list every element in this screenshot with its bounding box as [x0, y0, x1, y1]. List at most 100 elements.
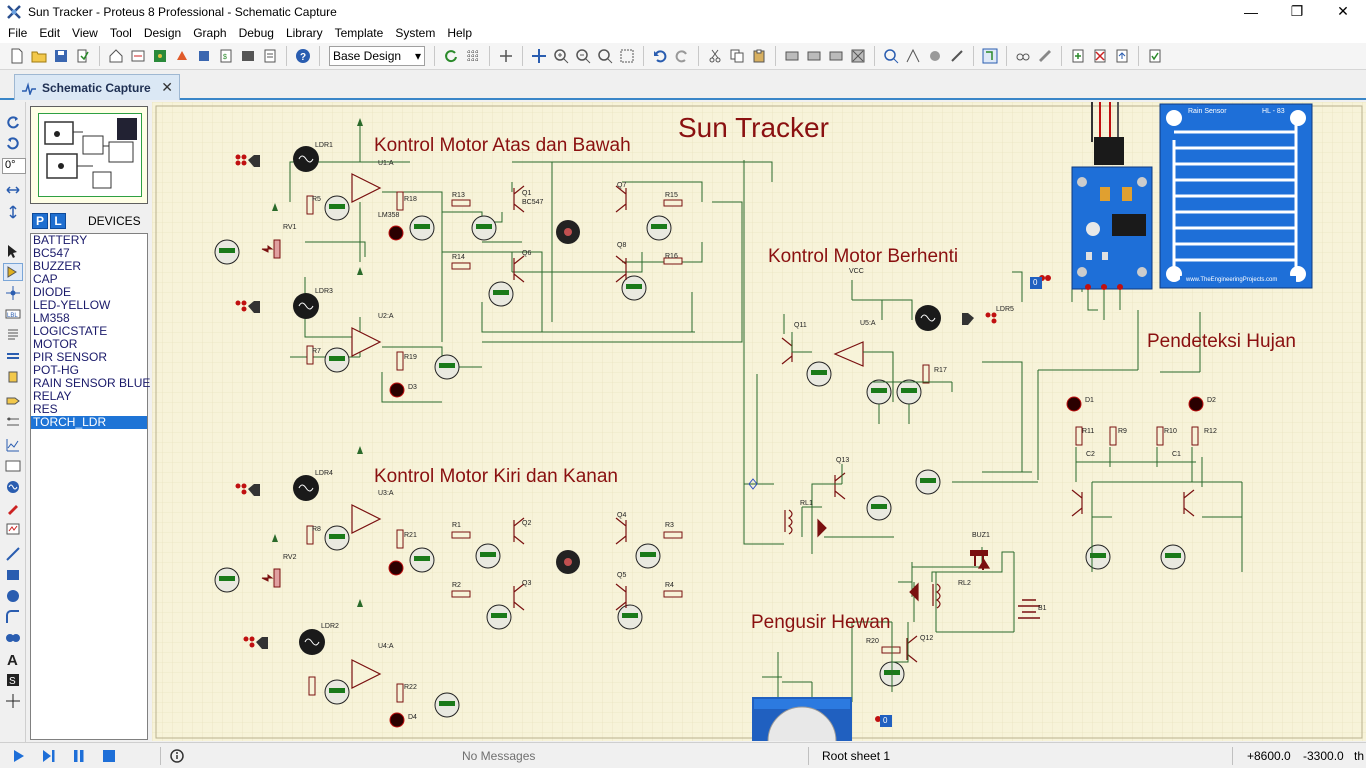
stop-simulation-icon[interactable] [98, 745, 120, 767]
notes-icon[interactable] [260, 46, 280, 66]
property-assignment-icon[interactable] [1035, 46, 1055, 66]
run-simulation-icon[interactable] [8, 745, 30, 767]
selection-mode-icon[interactable] [3, 242, 23, 260]
device-pins-icon[interactable] [3, 413, 23, 431]
exit-to-parent-icon[interactable] [1112, 46, 1132, 66]
rotate-clockwise-icon[interactable] [3, 114, 23, 132]
text-tool-icon[interactable]: A [3, 650, 23, 668]
schematic-icon[interactable] [128, 46, 148, 66]
wire-autorouter-icon[interactable] [980, 46, 1000, 66]
text-script-icon[interactable] [3, 326, 23, 344]
bom-icon[interactable]: $ [216, 46, 236, 66]
zoom-all-icon[interactable] [595, 46, 615, 66]
menu-debug[interactable]: Debug [238, 26, 274, 40]
generator-mode-icon[interactable] [3, 478, 23, 496]
list-item[interactable]: BC547 [33, 246, 70, 260]
menu-graph[interactable]: Graph [193, 26, 227, 40]
zoom-area-icon[interactable] [617, 46, 637, 66]
list-item[interactable]: LM358 [33, 311, 70, 325]
virtual-instruments-icon[interactable] [3, 520, 23, 538]
menu-help[interactable]: Help [447, 26, 473, 40]
symbol-tool-icon[interactable]: S [3, 671, 23, 689]
library-manager-button[interactable]: L [50, 213, 66, 229]
design-variant-select[interactable]: Base Design▾ [329, 46, 425, 66]
3d-view-icon[interactable] [172, 46, 192, 66]
list-item[interactable]: BATTERY [33, 233, 88, 247]
block-delete-icon[interactable] [848, 46, 868, 66]
block-rotate-icon[interactable] [826, 46, 846, 66]
block-copy-icon[interactable] [782, 46, 802, 66]
list-item[interactable]: RELAY [33, 389, 72, 403]
grid-toggle-icon[interactable] [463, 46, 483, 66]
logic-state-value[interactable]: 0 [1033, 278, 1038, 287]
message-status[interactable]: No Messages [462, 749, 536, 763]
line-tool-icon[interactable] [3, 545, 23, 563]
arc-tool-icon[interactable] [3, 608, 23, 626]
undo-icon[interactable] [650, 46, 670, 66]
pick-device-icon[interactable] [881, 46, 901, 66]
maximize-button[interactable]: ❐ [1290, 3, 1304, 19]
list-item[interactable]: RES [33, 402, 58, 416]
tape-recorder-icon[interactable] [3, 457, 23, 475]
menu-view[interactable]: View [72, 26, 98, 40]
packaging-tool-icon[interactable] [925, 46, 945, 66]
subcircuit-icon[interactable] [3, 368, 23, 386]
menu-tool[interactable]: Tool [109, 26, 132, 40]
terminals-mode-icon[interactable] [3, 392, 23, 410]
gerber-icon[interactable] [194, 46, 214, 66]
circle-tool-icon[interactable] [3, 587, 23, 605]
minimize-button[interactable]: — [1244, 3, 1258, 20]
new-sheet-icon[interactable] [1068, 46, 1088, 66]
list-item[interactable]: LOGICSTATE [33, 324, 108, 338]
overview-viewport[interactable] [38, 113, 142, 197]
buses-icon[interactable] [3, 347, 23, 365]
mirror-horizontal-icon[interactable] [3, 181, 23, 199]
overview-window[interactable] [30, 106, 148, 204]
voltage-probe-icon[interactable] [3, 499, 23, 517]
close-button[interactable]: ✕ [1337, 3, 1349, 19]
make-device-icon[interactable] [903, 46, 923, 66]
logic-state-value[interactable]: 0 [883, 716, 888, 725]
help-icon[interactable]: ? [293, 46, 313, 66]
origin-icon[interactable] [496, 46, 516, 66]
menu-edit[interactable]: Edit [39, 26, 61, 40]
device-selector-list[interactable]: BATTERY BC547 BUZZER CAP DIODE LED-YELLO… [30, 233, 151, 740]
list-item[interactable]: PIR SENSOR [33, 350, 108, 364]
remove-sheet-icon[interactable] [1090, 46, 1110, 66]
new-file-icon[interactable] [7, 46, 27, 66]
import-icon[interactable] [73, 46, 93, 66]
save-icon[interactable] [51, 46, 71, 66]
list-item[interactable]: LED-YELLOW [33, 298, 111, 312]
graph-mode-icon[interactable] [3, 436, 23, 454]
zoom-in-icon[interactable] [551, 46, 571, 66]
menu-template[interactable]: Template [334, 26, 384, 40]
marker-tool-icon[interactable] [3, 692, 23, 710]
list-item-selected[interactable]: TORCH_LDR [31, 416, 147, 429]
wire-label-icon[interactable]: LBL [3, 305, 23, 323]
home-icon[interactable] [106, 46, 126, 66]
redo-icon[interactable] [672, 46, 692, 66]
cut-icon[interactable] [705, 46, 725, 66]
box-tool-icon[interactable] [3, 566, 23, 584]
menu-library[interactable]: Library [285, 26, 323, 40]
source-code-icon[interactable] [238, 46, 258, 66]
decompose-icon[interactable] [947, 46, 967, 66]
menu-file[interactable]: File [8, 26, 28, 40]
menu-design[interactable]: Design [143, 26, 182, 40]
block-move-icon[interactable] [804, 46, 824, 66]
rotate-anticlockwise-icon[interactable] [3, 135, 23, 153]
component-mode-icon[interactable] [3, 263, 23, 281]
pcb-layout-icon[interactable] [150, 46, 170, 66]
search-icon[interactable] [1013, 46, 1033, 66]
refresh-icon[interactable] [441, 46, 461, 66]
schematic-canvas[interactable]: Sun Tracker Kontrol Motor Atas dan Bawah… [152, 102, 1366, 741]
junction-dot-icon[interactable] [3, 284, 23, 302]
info-icon[interactable] [166, 745, 188, 767]
menu-system[interactable]: System [395, 26, 436, 40]
path-tool-icon[interactable] [3, 629, 23, 647]
list-item[interactable]: RAIN SENSOR BLUE [33, 376, 151, 390]
list-item[interactable]: CAP [33, 272, 58, 286]
copy-icon[interactable] [727, 46, 747, 66]
list-item[interactable]: MOTOR [33, 337, 78, 351]
pause-simulation-icon[interactable] [68, 745, 90, 767]
